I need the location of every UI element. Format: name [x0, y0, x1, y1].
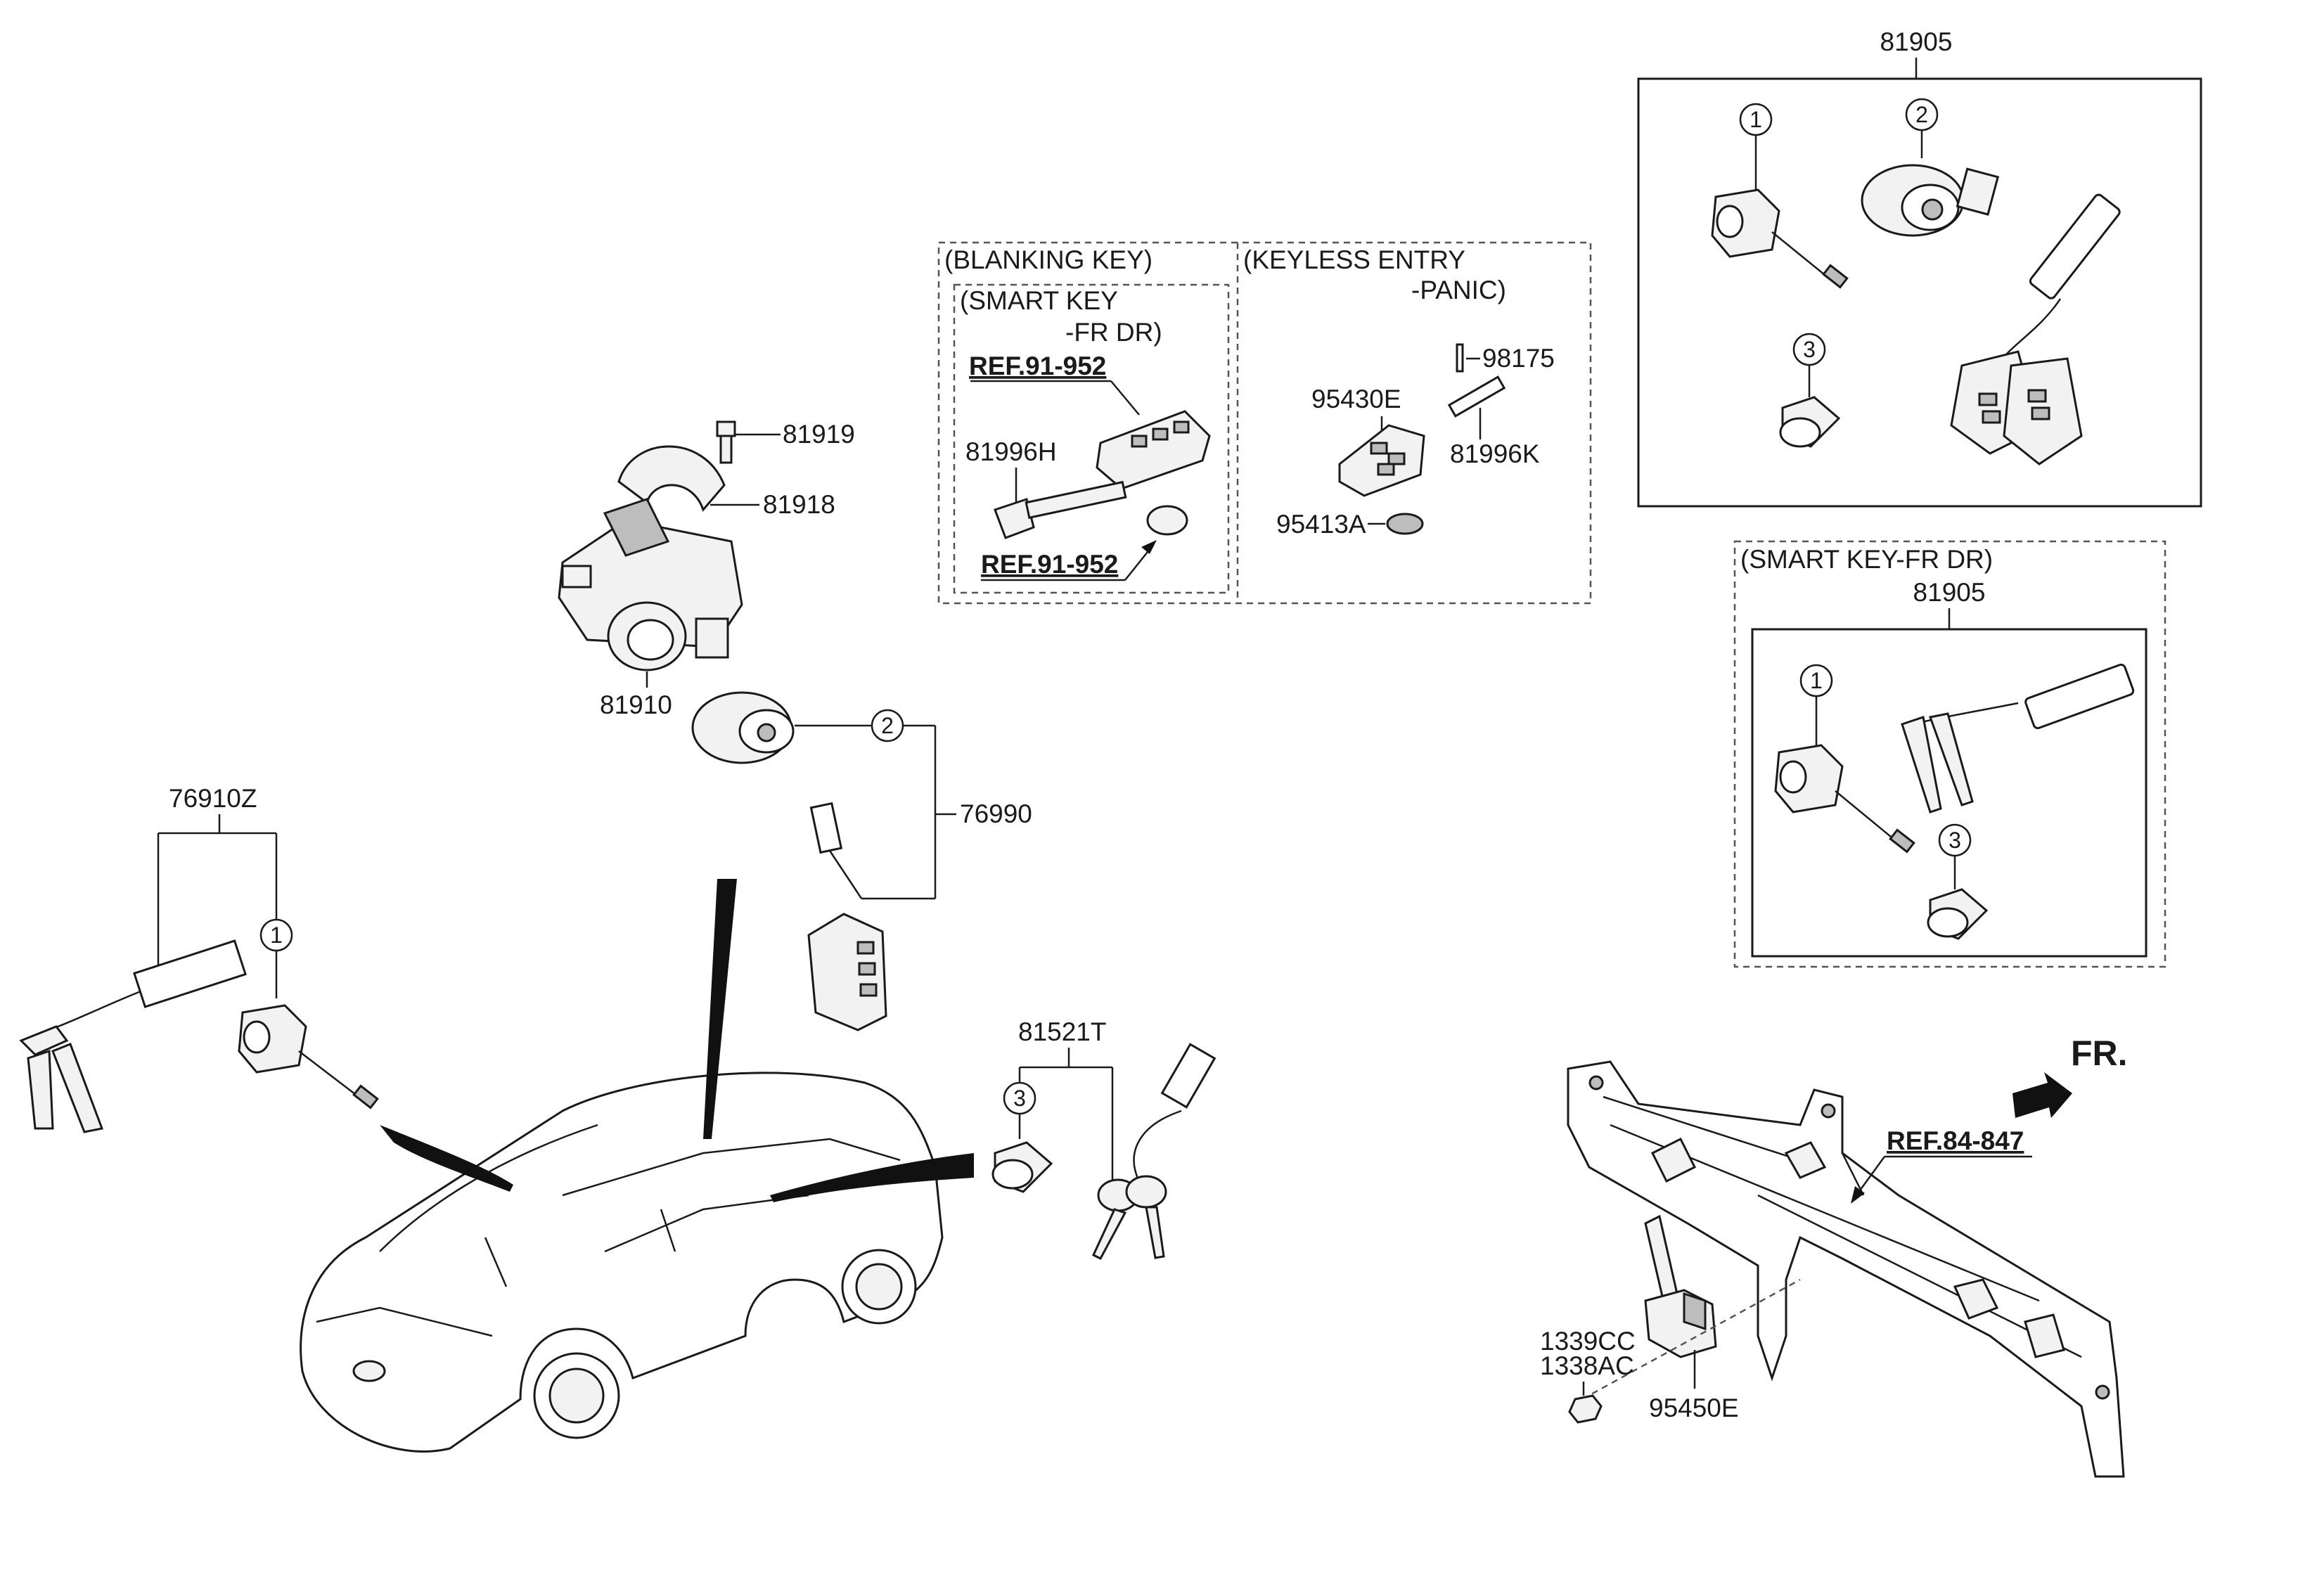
label-81521T: 81521T: [1018, 1017, 1107, 1046]
steering-lock-assembly: 81919 81918 81910: [558, 420, 855, 719]
label-81905-main: 81905: [1880, 27, 1953, 56]
bracket-81918-illustration: [617, 445, 726, 512]
kit-76910Z: 76910Z 1: [19, 784, 379, 1133]
kit-81905-main: 81905 1 2: [1637, 27, 2202, 508]
label-81910: 81910: [600, 690, 672, 719]
cap-illustration: [1779, 396, 1841, 448]
label-blanking-key: (BLANKING KEY): [944, 245, 1153, 274]
blanking-keyless-group: (BLANKING KEY) (SMART KEY -FR DR) REF.91…: [937, 241, 1592, 605]
label-81996H: 81996H: [965, 437, 1057, 466]
label-95430E: 95430E: [1311, 385, 1401, 413]
mechanical-key-tag-illustration: [1901, 663, 2135, 813]
cap-smart-illustration: [1927, 888, 1989, 940]
svg-text:2: 2: [881, 713, 894, 738]
ref-91-952-top: REF.91-952: [969, 352, 1106, 380]
label-81905-smart: 81905: [1913, 578, 1986, 607]
coin-battery-illustration: [1146, 505, 1188, 536]
ignition-cylinder-illustration: [691, 691, 795, 764]
ref-91-952-bottom: REF.91-952: [981, 550, 1118, 579]
mechanical-keys-81521T-illustration: [1092, 1043, 1216, 1260]
pin-98175-illustration: [1456, 343, 1464, 373]
label-smart-key-line1: (SMART KEY: [960, 286, 1118, 315]
smart-key-fob-pair-illustration: [1950, 193, 2121, 465]
svg-text:1: 1: [270, 922, 283, 948]
key-blade-81996K-illustration: [1447, 375, 1506, 418]
label-smart-key-fr-dr: (SMART KEY-FR DR): [1740, 545, 1993, 574]
smart-key-dashed-frame: [1733, 540, 2166, 968]
door-lock-cylinder-smart-illustration: [1774, 744, 1915, 854]
label-98175: 98175: [1482, 344, 1555, 373]
svg-text:3: 3: [1013, 1086, 1026, 1111]
svg-text:3: 3: [1803, 337, 1816, 362]
svg-text:3: 3: [1949, 828, 1961, 853]
label-76990: 76990: [960, 799, 1032, 828]
emergency-key-blade-illustration: [994, 480, 1127, 539]
cap-81521T-illustration: [991, 1141, 1053, 1193]
kit-box-81905-smart: [1751, 628, 2148, 958]
ref-84-847: REF.84-847: [1887, 1126, 2024, 1155]
battery-95413A-illustration: [1386, 513, 1424, 535]
smart-key-inner-dashed-frame: [953, 283, 1230, 594]
svg-text:1: 1: [1810, 668, 1823, 693]
leader-wedge-81521T: [770, 1153, 974, 1202]
door-lock-cylinder-illustration: [1711, 188, 1849, 289]
leader-wedge-76990: [703, 879, 737, 1139]
leader-wedge-76910Z: [380, 1125, 513, 1192]
kit-81521T: 81521T 3: [991, 1017, 1216, 1260]
front-arrow-icon: [2012, 1072, 2072, 1118]
ignition-switch-illustration: [1861, 164, 2000, 237]
vehicle-illustration: [300, 1072, 944, 1453]
label-1338AC: 1338AC: [1540, 1351, 1634, 1380]
svg-text:2: 2: [1915, 102, 1928, 127]
label-81918: 81918: [763, 490, 835, 519]
smart-key-fob-illustration: [1096, 410, 1211, 490]
label-81919: 81919: [783, 420, 855, 449]
keyless-fob-illustration: [1338, 424, 1425, 497]
door-lock-cylinder-76910Z-illustration: [238, 1004, 379, 1109]
bolt-81919-illustration: [716, 420, 736, 464]
label-81996K: 81996K: [1450, 439, 1540, 468]
cowl-cross-bar-assembly: REF.84-847 FR. 95450E 1339CC 1338AC: [1540, 1034, 2128, 1478]
label-95413A: 95413A: [1276, 510, 1366, 539]
label-keyless-entry-line2: -PANIC): [1411, 276, 1506, 304]
smart-key-antenna-95450E-illustration: [1644, 1214, 1717, 1358]
kit-box-81905: [1637, 77, 2202, 508]
label-95450E: 95450E: [1649, 1394, 1739, 1422]
flip-key-fob-illustration: [807, 802, 887, 1031]
direction-front-label: FR.: [2071, 1034, 2128, 1073]
label-keyless-entry-line1: (KEYLESS ENTRY: [1243, 245, 1465, 274]
nut-1339CC-illustration: [1568, 1394, 1603, 1424]
cross-bar-illustration: [1567, 1060, 2125, 1478]
smart-key-fr-dr-group: (SMART KEY-FR DR) 81905 1 3: [1733, 540, 2166, 968]
key-tag-76910Z-illustration: [19, 939, 247, 1133]
steering-lock-body-81910-illustration: [558, 498, 743, 671]
label-76910Z: 76910Z: [169, 784, 257, 813]
label-1339CC: 1339CC: [1540, 1327, 1636, 1356]
svg-text:1: 1: [1750, 107, 1762, 132]
kit-76990: 2 76990: [691, 691, 1032, 1031]
label-smart-key-line2: -FR DR): [1065, 318, 1162, 347]
